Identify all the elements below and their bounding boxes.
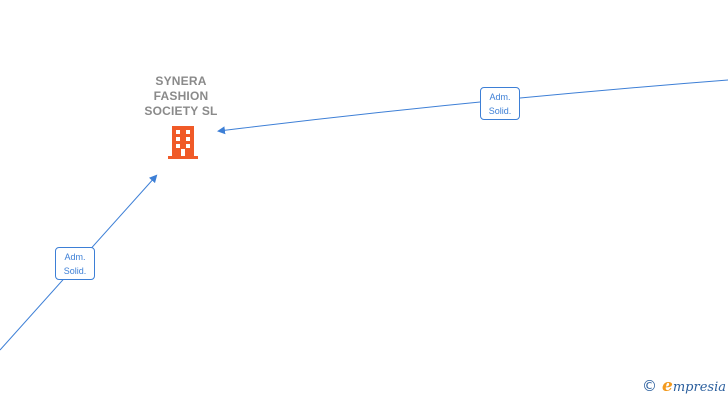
brand-logo: empresia (662, 376, 726, 396)
edge-right-to-company (217, 79, 728, 135)
building-icon[interactable] (166, 124, 200, 160)
relation-label-left[interactable]: Adm. Solid. (55, 247, 95, 280)
relation-label-right[interactable]: Adm. Solid. (480, 87, 520, 120)
copyright-icon: © (642, 377, 658, 395)
brand-initial: e (662, 376, 673, 396)
company-name[interactable]: SYNERA FASHION SOCIETY SL (144, 74, 218, 118)
brand-rest: mpresia (672, 380, 726, 395)
empresia-watermark: © empresia (642, 376, 726, 396)
